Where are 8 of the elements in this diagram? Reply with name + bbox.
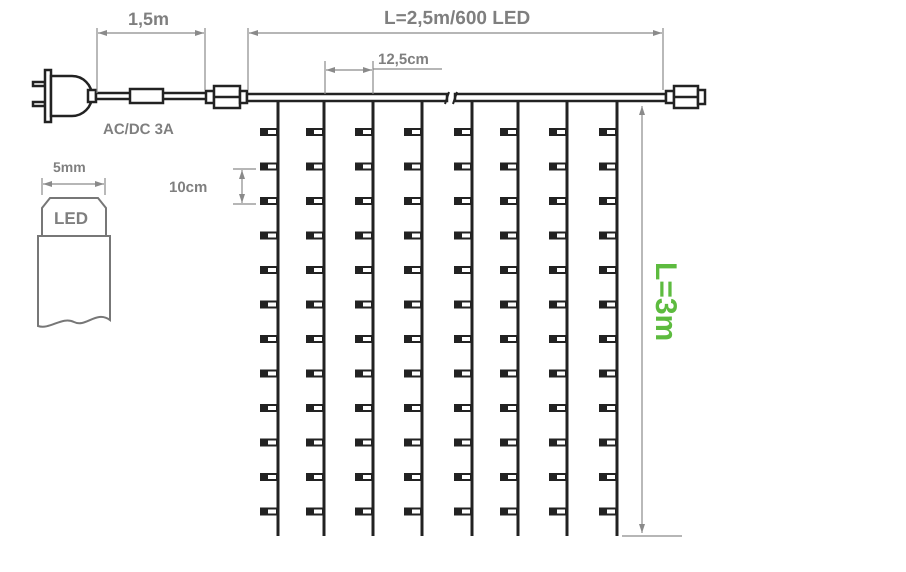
dimension-label: 1,5m xyxy=(128,10,170,28)
dimension-label: 5mm xyxy=(53,160,86,174)
dimension-label: 10cm xyxy=(169,180,208,195)
dimension-label: 12,5cm xyxy=(378,52,429,67)
dimension-label: AC/DC 3A xyxy=(103,122,174,137)
height-dimension-label: L=3m xyxy=(650,262,680,342)
dimension-label: L=2,5m/600 LED xyxy=(384,9,530,28)
led-label: LED xyxy=(54,210,88,227)
